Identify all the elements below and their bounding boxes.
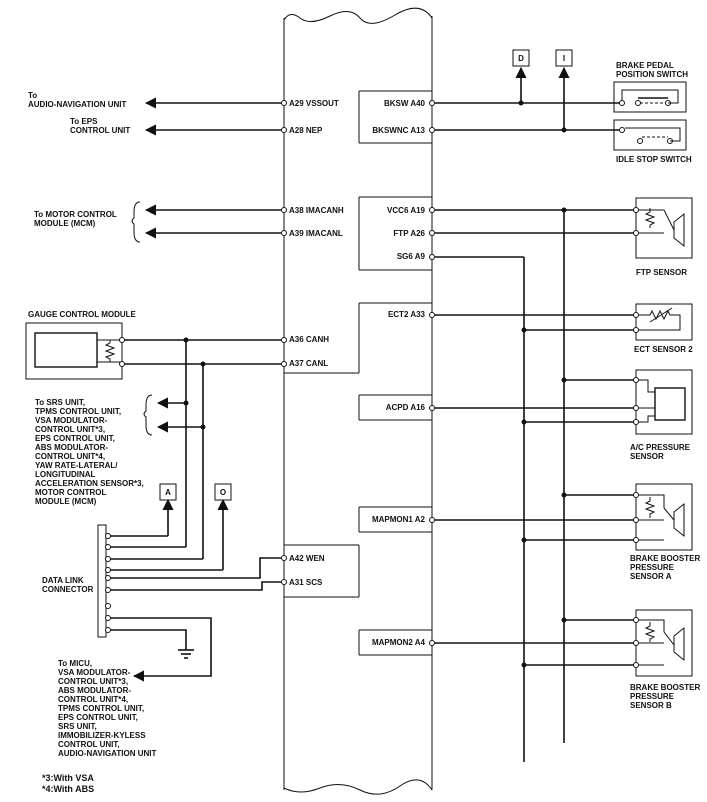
connector-a-box <box>159 483 177 501</box>
connector-o-box <box>214 483 232 501</box>
connector-a-label: A <box>165 488 171 497</box>
pin-a4: MAPMON2 A4 <box>372 638 426 647</box>
pin-a2: MAPMON1 A2 <box>372 515 426 524</box>
right-wires <box>429 66 636 762</box>
pin-a13: BKSWNC A13 <box>372 126 425 135</box>
label-to-audio-nav: To AUDIO-NAVIGATION UNIT <box>28 91 126 109</box>
connector-d-box <box>512 49 530 67</box>
connector-d-label: D <box>518 54 524 63</box>
pin-a33: ECT2 A33 <box>388 310 426 319</box>
pin-a28: A28 NEP <box>289 126 323 135</box>
label-to-eps: To EPS CONTROL UNIT <box>70 117 130 135</box>
pin-a36: A36 CANH <box>289 335 329 344</box>
pin-a42: A42 WEN <box>289 554 325 563</box>
pin-a16: ACPD A16 <box>386 403 426 412</box>
ect-sensor-2 <box>633 303 693 341</box>
brake-booster-sensor-a <box>633 483 693 551</box>
label-to-mcm: To MOTOR CONTROL MODULE (MCM) <box>34 210 119 228</box>
idle-stop-switch <box>613 119 687 151</box>
label-data-link-connector: DATA LINK CONNECTOR <box>42 576 94 594</box>
label-to-micu: To MICU, VSA MODULATOR- CONTROL UNIT*3, … <box>58 659 156 758</box>
label-ect-sensor-2: ECT SENSOR 2 <box>634 345 693 354</box>
label-gauge-control-module: GAUGE CONTROL MODULE <box>28 310 137 319</box>
label-brake-pedal-switch: BRAKE PEDAL POSITION SWITCH <box>616 61 688 79</box>
footnotes: *3:With VSA *4:With ABS <box>42 773 96 794</box>
left-wires <box>108 97 287 682</box>
label-ftp-sensor: FTP SENSOR <box>636 268 687 277</box>
ac-pressure-sensor <box>633 369 693 435</box>
ecm-body <box>283 7 433 795</box>
pin-a19: VCC6 A19 <box>387 206 425 215</box>
label-ac-pressure-sensor: A/C PRESSURE SENSOR <box>630 443 692 461</box>
pin-a38: A38 IMACANH <box>289 206 344 215</box>
brake-pedal-position-switch <box>613 81 687 113</box>
pin-a40: BKSW A40 <box>384 99 426 108</box>
label-idle-stop-switch: IDLE STOP SWITCH <box>616 155 692 164</box>
label-brake-booster-b: BRAKE BOOSTER PRESSURE SENSOR B <box>630 683 702 710</box>
data-link-connector <box>97 524 111 638</box>
pin-a29: A29 VSSOUT <box>289 99 339 108</box>
pin-a39: A39 IMACANL <box>289 229 343 238</box>
connector-i-box <box>555 49 573 67</box>
pin-a37: A37 CANL <box>289 359 328 368</box>
brake-booster-sensor-b <box>633 609 693 677</box>
label-to-srs: To SRS UNIT, TPMS CONTROL UNIT, VSA MODU… <box>35 398 146 506</box>
label-brake-booster-a: BRAKE BOOSTER PRESSURE SENSOR A <box>630 554 702 581</box>
gauge-control-module <box>25 322 125 380</box>
connector-i-label: I <box>563 54 565 63</box>
connector-o-label: O <box>220 488 226 497</box>
pin-a26: FTP A26 <box>393 229 425 238</box>
pin-a9: SG6 A9 <box>397 252 426 261</box>
pin-a31: A31 SCS <box>289 578 323 587</box>
ftp-sensor <box>633 197 693 259</box>
